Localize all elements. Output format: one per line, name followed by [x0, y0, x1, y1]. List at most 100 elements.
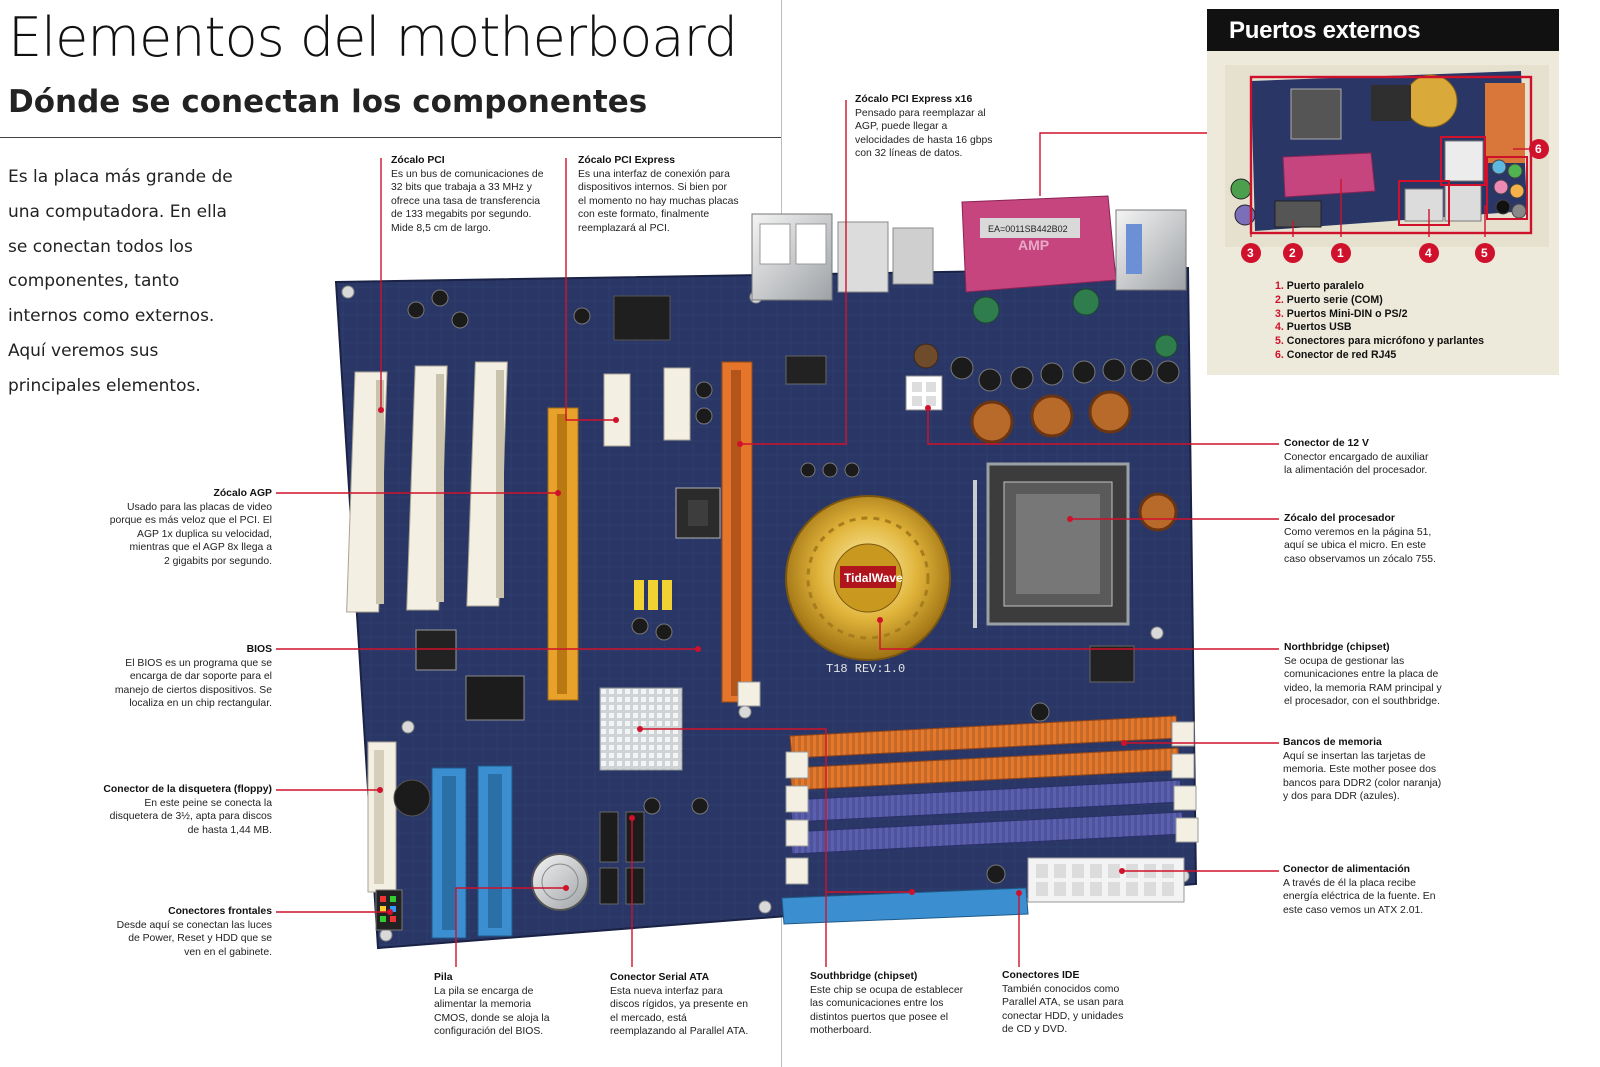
annotation-title: Conectores frontales: [168, 906, 272, 917]
annotation-pci-express-slot: Zócalo PCI Express Es una interfaz de co…: [578, 154, 758, 236]
annotation-line: el momento no hay muchas placas: [578, 195, 739, 207]
annotation-line: el mercado, está: [610, 1012, 687, 1024]
annotation-line: porque es más veloz que el PCI. El: [109, 515, 272, 527]
annotation-line: bancos para DDR2 (color naranja): [1283, 777, 1442, 789]
svg-text:2: 2: [1289, 246, 1296, 260]
svg-text:5: 5: [1481, 246, 1488, 260]
annotation-line: y dos para DDR (azules).: [1283, 791, 1400, 803]
annotation-line: Mide 8,5 cm de largo.: [391, 222, 491, 234]
annotation-line: de CD y DVD.: [1002, 1024, 1068, 1036]
external-ports-title: Puertos externos: [1229, 17, 1421, 44]
pcie-x16-slot: [721, 361, 761, 707]
annotation-line: las comunicaciones entre los: [810, 998, 944, 1010]
annotation-floppy-connector: Conector de la disquetera (floppy) En es…: [86, 783, 272, 837]
annotation-southbridge: Southbridge (chipset) Este chip se ocupa…: [810, 970, 990, 1038]
annotation-title: Zócalo AGP: [213, 488, 272, 499]
annotation-line: encarga de dar soporte para el: [129, 671, 272, 683]
badge-4: 4: [1419, 243, 1439, 263]
svg-text:1: 1: [1337, 246, 1344, 260]
external-ports-list: 1. Puerto paralelo 2. Puerto serie (COM)…: [1275, 280, 1484, 363]
annotation-line: discos rígidos, ya presente en: [610, 999, 749, 1011]
annotation-title: Bancos de memoria: [1283, 737, 1382, 748]
vrm: [913, 288, 1180, 532]
annotation-line: En este peine se conecta la: [144, 797, 272, 809]
buzzer: [393, 779, 431, 817]
annotation-line: Usado para las placas de video: [127, 501, 272, 513]
atx-power-connector: [1027, 857, 1185, 903]
annotation-line: Desde aquí se conectan las luces: [116, 919, 272, 931]
badge-5: 5: [1475, 243, 1495, 263]
list-item: 3. Puertos Mini-DIN o PS/2: [1275, 307, 1408, 320]
annotation-line: dispositivos internos. Si bien por: [578, 182, 728, 194]
annotation-title: Conector de 12 V: [1284, 438, 1369, 449]
annotation-line: El BIOS es un programa que se: [125, 657, 272, 669]
annotation-line: motherboard.: [810, 1025, 872, 1037]
page-title: Elementos del motherboard: [8, 6, 738, 69]
annotation-title: Conector Serial ATA: [610, 972, 710, 983]
annotation-line: de Power, Reset y HDD que se: [128, 933, 272, 945]
annotation-line: la alimentación del procesador.: [1284, 465, 1428, 477]
pcb: [334, 266, 1198, 950]
annotation-line: reemplazando al Parallel ATA.: [610, 1026, 749, 1038]
annotation-line: La pila se encarga de: [434, 985, 534, 997]
annotation-title: Conector de la disquetera (floppy): [103, 784, 272, 795]
annotation-line: mientras que el AGP 8x llega a: [129, 542, 272, 554]
svg-text:4: 4: [1425, 246, 1432, 260]
annotation-line: caso observamos un zócalo 755.: [1284, 553, 1436, 565]
annotation-12v-connector: Conector de 12 V Conector encargado de a…: [1284, 437, 1474, 478]
annotation-pci-slot: Zócalo PCI Es un bus de comunicaciones d…: [391, 154, 561, 236]
annotation-line: Es una interfaz de conexión para: [578, 168, 730, 180]
pcie-x1-slots: [603, 367, 691, 447]
annotation-line: Parallel ATA, se usan para: [1002, 997, 1124, 1009]
annotation-agp-slot: Zócalo AGP Usado para las placas de vide…: [96, 487, 272, 569]
annotation-line: este caso vemos un ATX 2.01.: [1283, 904, 1424, 916]
annotation-power-connector: Conector de alimentación A través de él …: [1283, 863, 1473, 917]
pci-slots: [346, 361, 508, 613]
intro-paragraph: Es la placa más grande de una computador…: [8, 160, 248, 404]
parallel-label: EA=0011SB442B02: [988, 224, 1068, 234]
annotation-line: CMOS, donde se aloja la: [434, 1012, 550, 1024]
annotation-line: disquetera de 3½, apta para discos: [109, 811, 272, 823]
annotation-line: AGP 1x duplica su velocidad,: [137, 528, 272, 540]
intro-line: se conectan todos los: [8, 236, 193, 257]
annotation-line: Esta nueva interfaz para: [610, 985, 723, 997]
annotation-ide-connectors: Conectores IDE También conocidos como Pa…: [1002, 969, 1152, 1037]
mounting-holes: [341, 275, 1190, 942]
annotation-line: Se ocupa de gestionar las: [1284, 655, 1405, 667]
annotation-line: con 32 líneas de datos.: [855, 148, 963, 160]
annotation-memory-banks: Bancos de memoria Aquí se insertan las t…: [1283, 736, 1473, 804]
annotation-title: Zócalo del procesador: [1284, 513, 1395, 524]
capacitors: [407, 289, 1050, 884]
cpu-socket: [973, 462, 1130, 628]
annotation-line: reemplazará al PCI.: [578, 222, 670, 234]
annotation-line: ven en el gabinete.: [184, 946, 272, 958]
list-item: 2. Puerto serie (COM): [1275, 293, 1383, 306]
parallel-brand: AMP: [1018, 237, 1049, 253]
annotation-line: de 133 megabits por segundo.: [391, 209, 532, 221]
fan-brand: TidalWave: [844, 571, 903, 585]
badge-3: 3: [1241, 243, 1261, 263]
intro-line: Es la placa más grande de: [8, 167, 233, 187]
annotation-title: Southbridge (chipset): [810, 971, 918, 982]
intro-line: internos como externos.: [8, 306, 215, 327]
page-subtitle: Dónde se conectan los componentes: [8, 84, 648, 120]
annotation-line: memoria. Este mother posee dos: [1283, 764, 1437, 776]
external-ports-header: Puertos externos: [1207, 9, 1559, 51]
annotation-line: el procesador, con el southbridge.: [1284, 696, 1440, 708]
list-item: 6. Conector de red RJ45: [1275, 348, 1397, 361]
intro-line: componentes, tanto: [8, 271, 180, 292]
title-divider: [0, 137, 782, 138]
list-item: 5. Conectores para micrófono y parlantes: [1275, 335, 1485, 348]
annotation-line: Aquí se insertan las tarjetas de: [1283, 750, 1426, 762]
annotation-line: aquí se ubica el micro. En este: [1284, 540, 1427, 552]
atx12v-connector: [905, 375, 943, 411]
annotation-battery: Pila La pila se encarga de alimentar la …: [434, 971, 584, 1039]
annotation-line: localiza en un chip rectangular.: [129, 698, 272, 710]
intro-line: Aquí veremos sus: [8, 340, 159, 361]
annotation-northbridge: Northbridge (chipset) Se ocupa de gestio…: [1284, 641, 1474, 709]
annotation-line: distintos puertos que posee el: [810, 1011, 949, 1023]
annotation-title: Conectores IDE: [1002, 970, 1080, 981]
annotation-title: Pila: [434, 972, 453, 983]
annotation-line: Como veremos en la página 51,: [1284, 526, 1432, 538]
list-item: 1. Puerto paralelo: [1275, 280, 1364, 292]
